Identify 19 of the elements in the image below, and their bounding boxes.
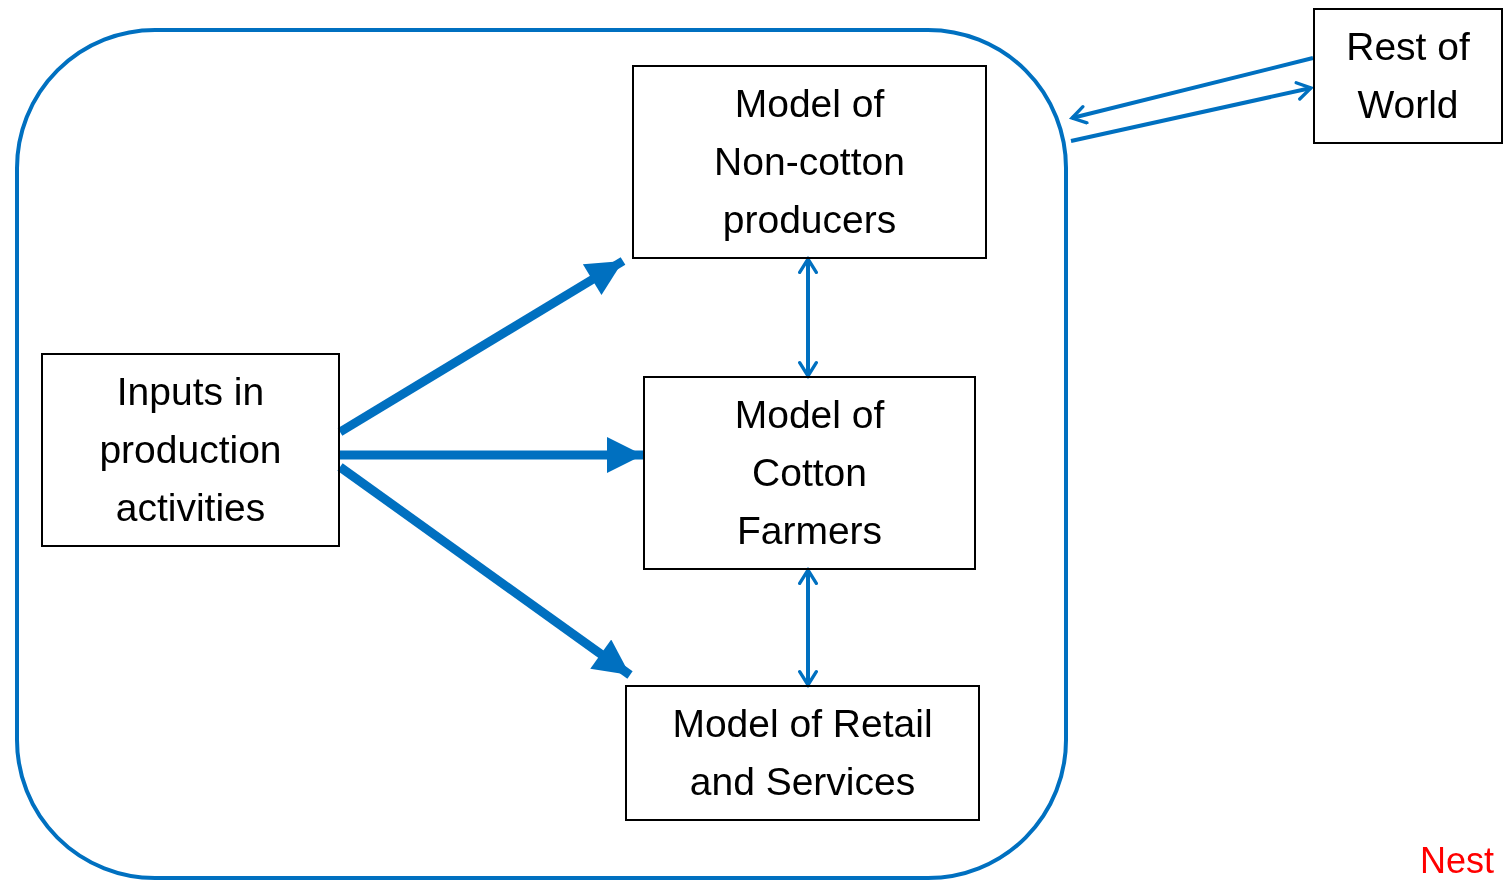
model-box	[41, 353, 340, 547]
model-box	[632, 65, 987, 259]
arrow	[1070, 56, 1314, 125]
arrow	[798, 568, 818, 687]
box-label: Rest of World	[1345, 24, 1471, 128]
box-label: Model of Cotton Farmers	[733, 392, 886, 554]
container-rounded-box	[15, 28, 1068, 880]
box-label: Model of Non-cotton producers	[713, 81, 906, 243]
arrow	[340, 437, 643, 473]
arrow	[337, 463, 633, 679]
box-label: Model of Retail and Services	[671, 701, 934, 805]
arrow	[798, 257, 818, 378]
arrow	[1070, 81, 1313, 143]
note-text: Nest	[1420, 840, 1495, 882]
model-box	[643, 376, 976, 570]
model-box	[1313, 8, 1503, 144]
model-box	[625, 685, 980, 821]
arrow	[337, 257, 626, 436]
box-label: Inputs in production activities	[98, 369, 283, 531]
